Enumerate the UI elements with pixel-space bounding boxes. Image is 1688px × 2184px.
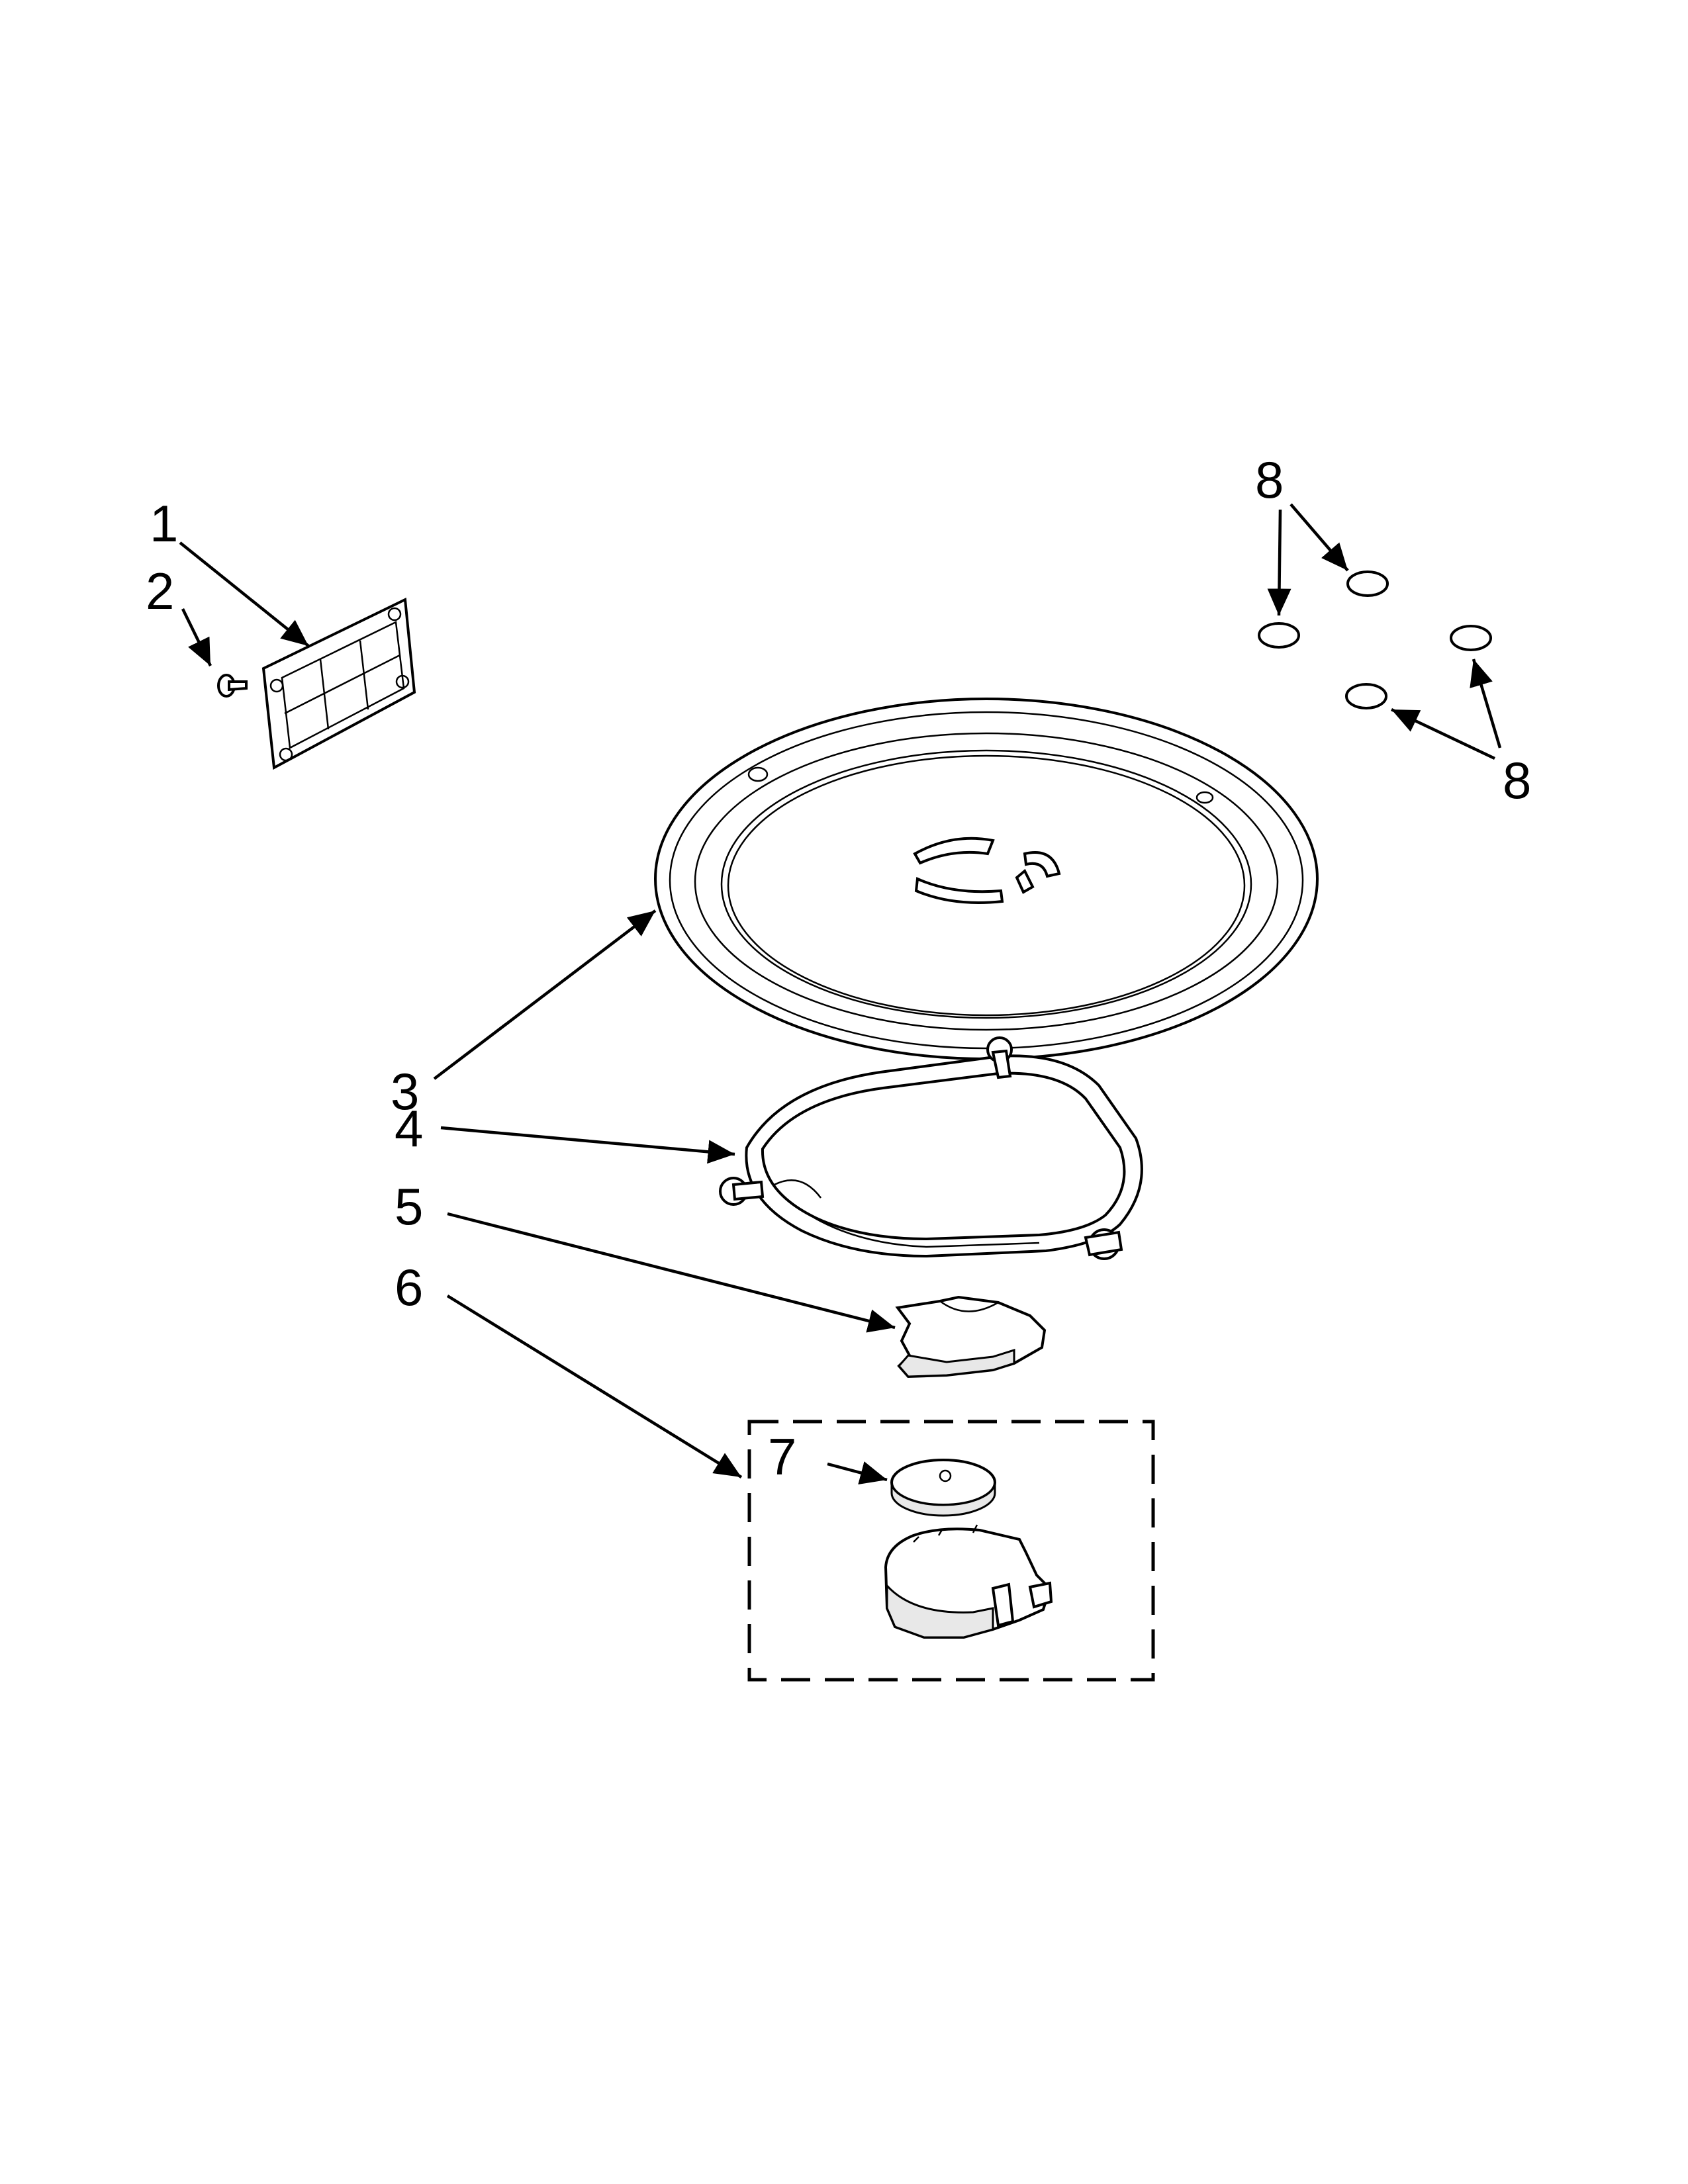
callout-2: 2 xyxy=(146,562,174,620)
callouts: 1 2 3 4 5 6 7 8 8 xyxy=(146,451,1531,1486)
part-3-turntable-tray xyxy=(654,698,1319,1060)
part-8-rings xyxy=(1258,570,1492,709)
part-7-drive-disc xyxy=(890,1459,996,1517)
callout-8-bottom: 8 xyxy=(1503,751,1531,809)
part-2-screw xyxy=(217,674,248,698)
part-4-roller-ring xyxy=(719,1036,1143,1260)
leader-lines xyxy=(179,503,1502,1484)
callout-3: 3 xyxy=(391,1062,419,1120)
motor xyxy=(884,1524,1053,1639)
part-5-coupler xyxy=(895,1295,1047,1379)
callout-4: 4 xyxy=(395,1099,423,1158)
part-1-grille xyxy=(261,597,416,770)
callout-7: 7 xyxy=(768,1428,796,1486)
part-6-motor-assembly-box xyxy=(747,1420,1155,1682)
callout-5: 5 xyxy=(395,1177,423,1236)
callout-1: 1 xyxy=(150,494,178,553)
callout-6: 6 xyxy=(395,1258,423,1316)
callout-8-top: 8 xyxy=(1255,451,1284,509)
